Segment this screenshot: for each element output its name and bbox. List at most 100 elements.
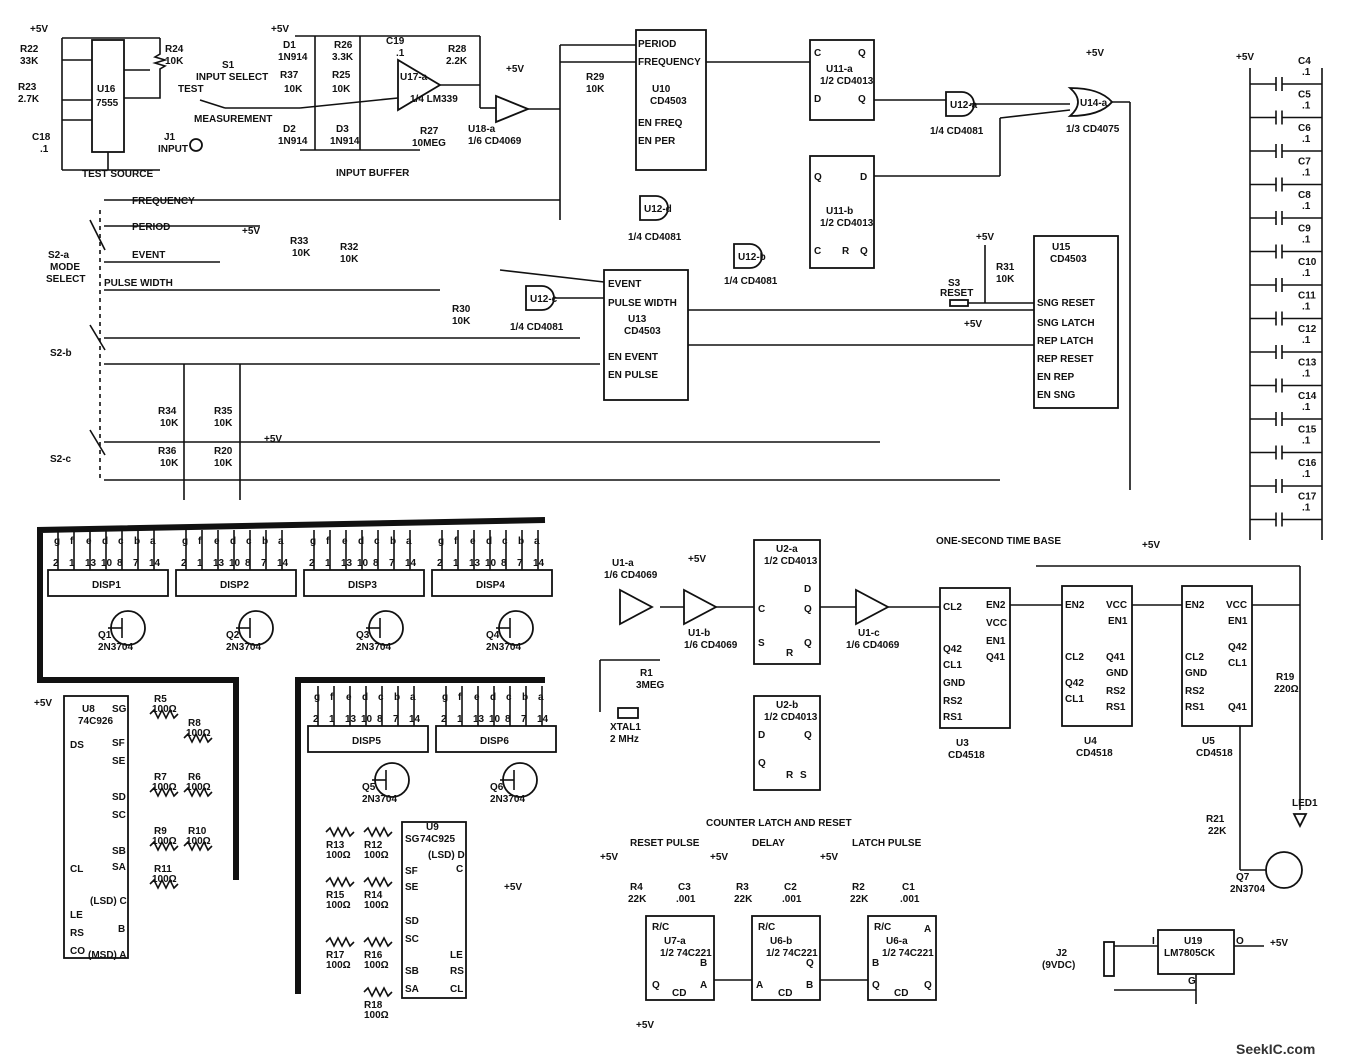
r22-name: R22 <box>20 44 39 55</box>
u5-name: U5 <box>1202 736 1215 747</box>
u8-pin-sc: SC <box>112 810 126 821</box>
r13-value: 100Ω <box>326 850 351 861</box>
capacitor-label: C4 <box>1298 56 1311 67</box>
c1-value: .001 <box>900 894 920 905</box>
segment-pin: 10 <box>229 558 241 569</box>
r21-value: 22K <box>1208 826 1227 837</box>
segment-pin: 10 <box>489 714 501 725</box>
u8-pin-sg: SG <box>112 704 127 715</box>
svg-text:B: B <box>700 958 707 969</box>
u6b-chip <box>751 915 821 1001</box>
power-section: U19 LM7805CK I O G +5V J2 (9VDC) <box>1042 929 1288 1004</box>
segment-pin: 2 <box>53 558 59 569</box>
segment-label: e <box>474 692 480 703</box>
r4-value: 22K <box>628 894 647 905</box>
capacitor-value: .1 <box>1302 436 1311 447</box>
capacitor-label: C13 <box>1298 358 1317 369</box>
r11-name: R11 <box>154 864 172 875</box>
r18-name: R18 <box>364 1000 383 1011</box>
r34-name: R34 <box>158 406 177 417</box>
s2b-switch-arm[interactable] <box>89 324 106 351</box>
u14-or-gate <box>1067 87 1114 117</box>
u1c-name: U1-c <box>858 628 880 639</box>
j2-jack[interactable] <box>1103 941 1115 977</box>
segment-pin: 7 <box>133 558 139 569</box>
u3-pin-rs1: RS1 <box>943 712 963 723</box>
u8-pin-sf: SF <box>112 738 125 749</box>
u8-pin-le: LE <box>70 910 83 921</box>
u5-chip <box>1181 585 1253 727</box>
u9-pin-c: C <box>456 864 463 875</box>
svg-text:CD: CD <box>894 988 908 999</box>
segment-pin: 8 <box>505 714 511 725</box>
capacitor-label: C16 <box>1298 458 1317 469</box>
svg-text:Q: Q <box>806 958 814 969</box>
segment-label: d <box>486 536 492 547</box>
capacitor-label: C14 <box>1298 391 1317 402</box>
s2-mode-label: MODE <box>50 262 80 273</box>
supply-label-12: +5V <box>688 554 706 565</box>
u13-part: CD4503 <box>624 326 661 337</box>
u15-section: U15 CD4503 SNG RESET SNG LATCH REP LATCH… <box>940 232 1119 409</box>
svg-text:R/C: R/C <box>758 922 775 933</box>
r1-name: R1 <box>640 668 653 679</box>
u8-pin-sd: SD <box>112 792 126 803</box>
segment-label: c <box>378 692 384 703</box>
j1-jack[interactable] <box>189 138 203 152</box>
segment-label: e <box>214 536 220 547</box>
display-label: DISP3 <box>348 580 377 591</box>
u3-pin-cl1: CL1 <box>943 660 962 671</box>
s2-event-label: EVENT <box>132 250 165 261</box>
u9-pin-lsd-d: (LSD) D <box>428 850 465 861</box>
u11a-part: 1/2 CD4013 <box>820 76 874 87</box>
svg-text:C: C <box>814 246 821 257</box>
delay-label: DELAY <box>752 838 785 849</box>
u8-pin-sa: SA <box>112 862 126 873</box>
u9-pin-sa: SA <box>405 984 419 995</box>
svg-text:A: A <box>756 980 763 991</box>
u11b-chip <box>809 155 875 269</box>
u4-pin-en2: EN2 <box>1065 600 1085 611</box>
u6a-chip <box>867 915 937 1001</box>
s3-reset-switch[interactable] <box>949 299 969 307</box>
u5-pin-cl1: CL1 <box>1228 658 1247 669</box>
s2a-switch-arm[interactable] <box>89 219 106 251</box>
u3-pin-rs2: RS2 <box>943 696 963 707</box>
s1-switch-arm[interactable] <box>199 99 226 109</box>
u10-chip <box>635 29 707 171</box>
s2-frequency-label: FREQUENCY <box>132 196 195 207</box>
segment-pin: 7 <box>261 558 267 569</box>
reset-pulse-label: RESET PULSE <box>630 838 700 849</box>
j1-name: J1 <box>164 132 176 143</box>
segment-pin: 13 <box>213 558 225 569</box>
segment-pin: 1 <box>325 558 331 569</box>
u3-name: U3 <box>956 738 969 749</box>
segment-label: d <box>230 536 236 547</box>
segment-label: g <box>442 692 448 703</box>
u12c-name: U12-c <box>530 294 558 305</box>
capacitor-label: C9 <box>1298 224 1311 235</box>
supply-label-18: +5V <box>1270 938 1288 949</box>
svg-text:R: R <box>786 770 794 781</box>
segment-pin: 1 <box>197 558 203 569</box>
u3-part: CD4518 <box>948 750 985 761</box>
segment-pin: 13 <box>345 714 357 725</box>
transistor-name: Q1 <box>98 630 112 641</box>
led1-diode <box>1292 813 1308 829</box>
xtal-value: 2 MHz <box>610 734 639 745</box>
counter-latch-label: COUNTER LATCH AND RESET <box>706 818 852 829</box>
segment-label: f <box>458 692 462 703</box>
u12c-part: 1/4 CD4081 <box>510 322 564 333</box>
u4-name: U4 <box>1084 736 1097 747</box>
supply-label-8: +5V <box>964 319 982 330</box>
transistor-name: Q6 <box>490 782 504 793</box>
xtal-name: XTAL1 <box>610 722 641 733</box>
c2-value: .001 <box>782 894 802 905</box>
svg-text:Q: Q <box>758 758 766 769</box>
supply-label-17: +5V <box>636 1020 654 1031</box>
supply-label-16: +5V <box>820 852 838 863</box>
s2c-switch-arm[interactable] <box>89 429 106 456</box>
u19-pin-o: O <box>1236 936 1244 947</box>
segment-label: e <box>342 536 348 547</box>
supply-label-6: +5V <box>264 434 282 445</box>
